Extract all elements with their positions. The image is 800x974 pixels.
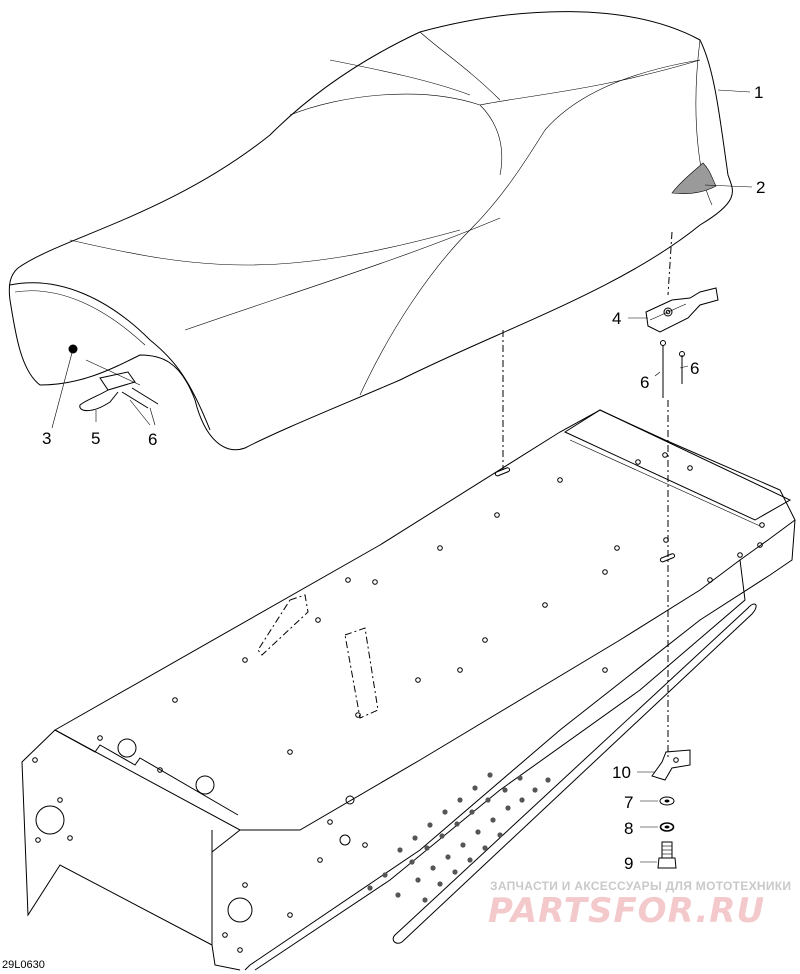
rivet-pair-right: [660, 340, 685, 398]
watermark-tagline: ЗАПЧАСТИ И АКСЕССУАРЫ ДЛЯ МОТОТЕХНИКИ: [490, 879, 791, 893]
callout-3: 3: [42, 429, 51, 448]
callout-10: 10: [612, 763, 631, 782]
flat-washer: [659, 796, 675, 806]
front-latch-bracket: [79, 359, 159, 412]
seat-label-patch: [671, 162, 717, 194]
watermark-brand: PARTSFOR.RU: [488, 891, 765, 931]
hex-bolt: [657, 841, 677, 869]
seat-mount-bracket: [645, 287, 719, 333]
lock-washer: [659, 822, 675, 832]
callout-7: 7: [624, 793, 633, 812]
lower-bracket: [651, 749, 691, 781]
callout-1: 1: [754, 83, 763, 102]
callout-5: 5: [91, 429, 100, 448]
callout-6-right-rivet: 6: [690, 359, 699, 378]
callout-6-seat: 6: [148, 430, 157, 449]
callout-8: 8: [624, 819, 633, 838]
callout-2: 2: [756, 178, 765, 197]
leader-lines: [51, 89, 753, 863]
callout-9: 9: [624, 854, 633, 873]
frame-perforations: [367, 772, 551, 903]
callout-4: 4: [612, 309, 621, 328]
seat-cushion: [8, 11, 733, 451]
drawing-code: 29L0630: [2, 959, 45, 971]
callout-6-left-rivet: 6: [640, 373, 649, 392]
alignment-line-upper-right: [667, 231, 673, 296]
seat-base-frame: [21, 409, 796, 971]
frame-holes: [32, 452, 765, 953]
